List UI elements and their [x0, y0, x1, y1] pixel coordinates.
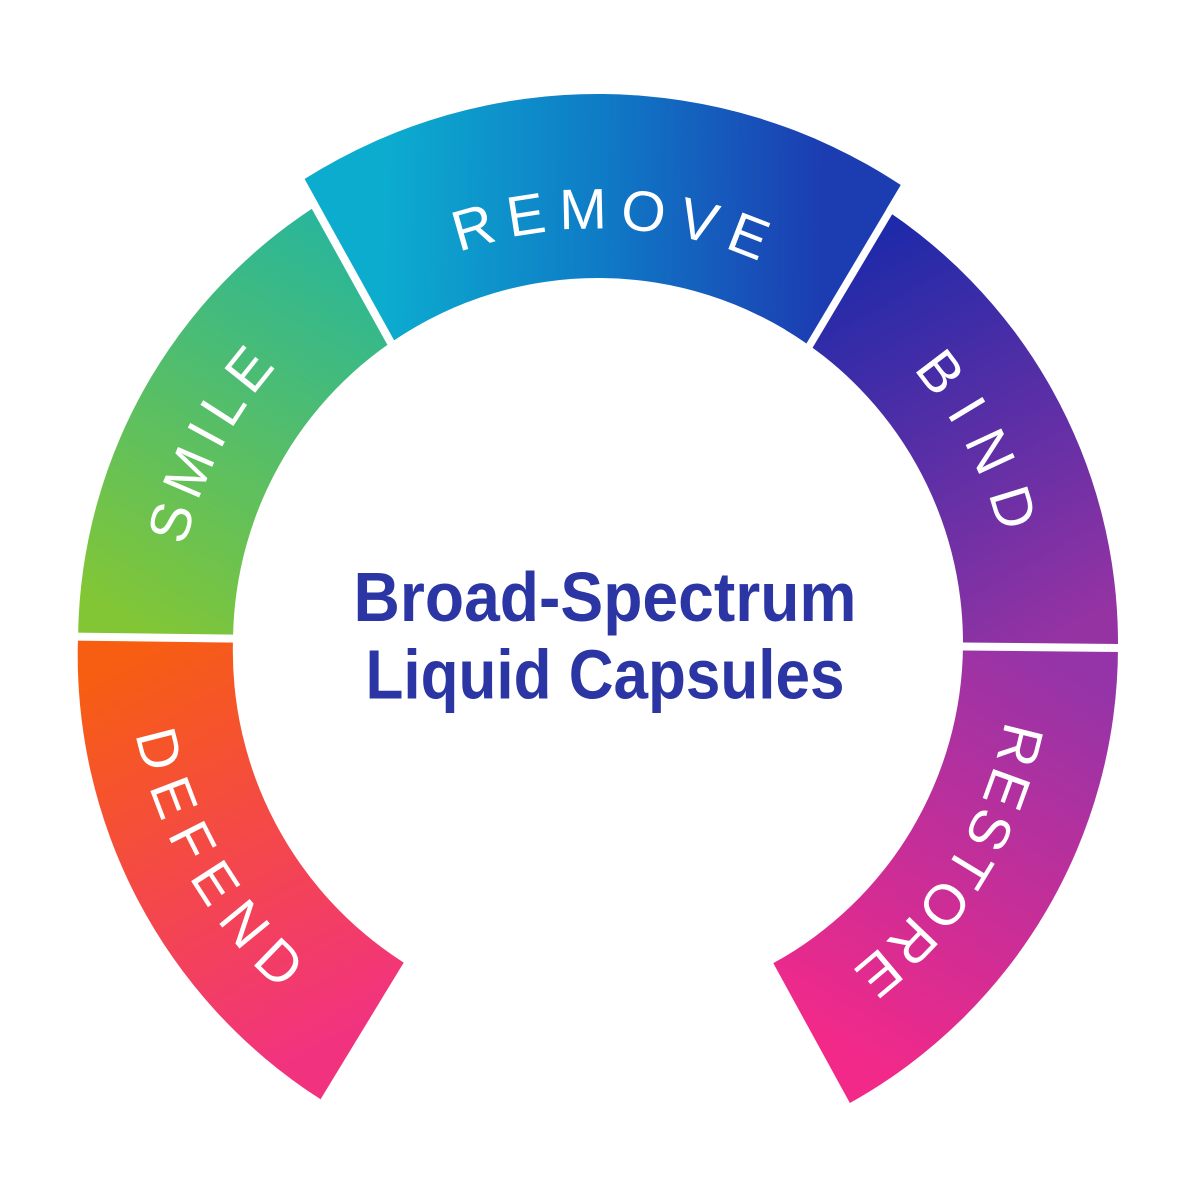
svg-text:Liquid Capsules: Liquid Capsules: [366, 636, 845, 714]
svg-text:Broad-Spectrum: Broad-Spectrum: [354, 558, 857, 636]
